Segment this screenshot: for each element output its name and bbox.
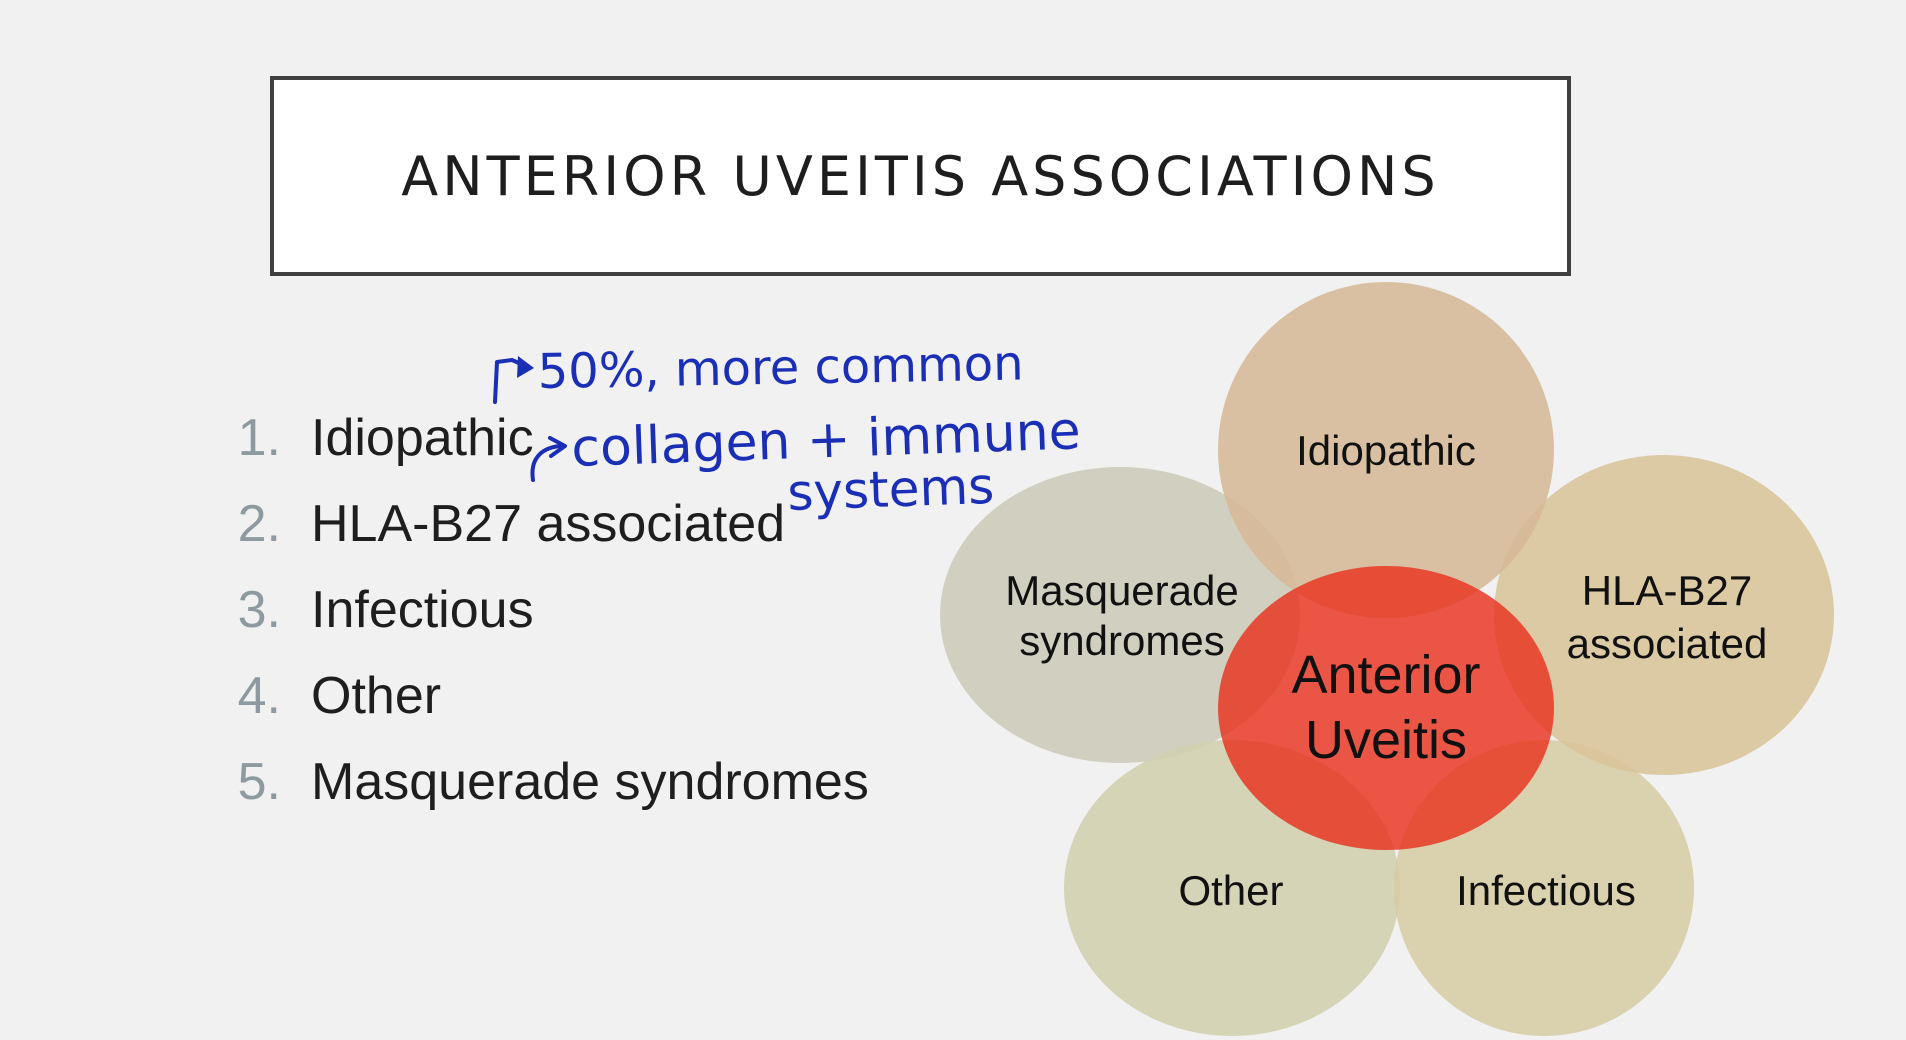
list-item-number: 4.	[237, 667, 281, 725]
list-item-number: 3.	[237, 581, 281, 639]
petal-label-masquerade-line2: syndromes	[1019, 617, 1224, 664]
list-item: 2. HLA-B27 associated	[195, 481, 869, 567]
petal-label-other: Other	[1178, 867, 1283, 914]
list-item-label: Masquerade syndromes	[311, 753, 869, 811]
list-item-label: Idiopathic	[311, 409, 534, 467]
center-label-line2: Uveitis	[1305, 710, 1467, 770]
petal-label-infectious: Infectious	[1456, 867, 1636, 914]
petal-idiopathic	[1218, 282, 1554, 618]
slide-title: ANTERIOR UVEITIS ASSOCIATIONS	[401, 144, 1440, 208]
list-item-number: 5.	[237, 753, 281, 811]
association-list: 1. Idiopathic 2. HLA-B27 associated 3. I…	[195, 395, 869, 825]
slide-title-box: ANTERIOR UVEITIS ASSOCIATIONS	[270, 76, 1571, 276]
list-item-number: 1.	[237, 409, 281, 467]
center-anterior-uveitis	[1218, 566, 1554, 850]
list-item: 5. Masquerade syndromes	[195, 739, 869, 825]
list-item: 1. Idiopathic	[195, 395, 869, 481]
petal-label-hla-b27-line2: associated	[1567, 620, 1768, 667]
list-item-number: 2.	[237, 495, 281, 553]
list-item: 3. Infectious	[195, 567, 869, 653]
petal-label-hla-b27-line1: HLA-B27	[1582, 567, 1752, 614]
petal-label-masquerade-line1: Masquerade	[1005, 567, 1238, 614]
center-label-line1: Anterior	[1291, 645, 1480, 705]
list-item-label: Other	[311, 667, 442, 725]
petal-hla-b27	[1494, 455, 1834, 775]
list-item-label: Infectious	[311, 581, 534, 639]
petal-masquerade	[940, 467, 1300, 763]
petal-label-idiopathic: Idiopathic	[1296, 427, 1476, 474]
list-item-label: HLA-B27 associated	[311, 495, 786, 553]
list-item: 4. Other	[195, 653, 869, 739]
